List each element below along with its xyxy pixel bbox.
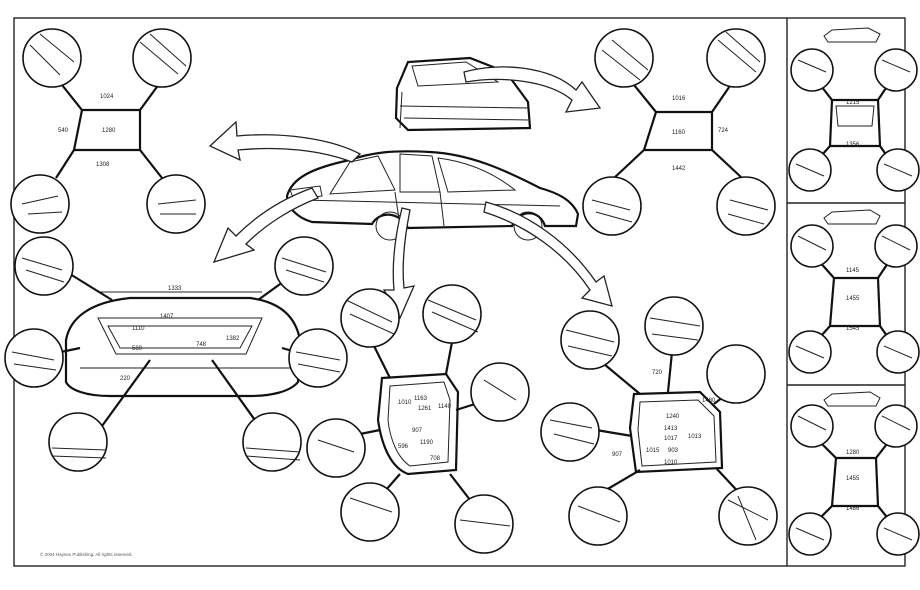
dim-label: 220 bbox=[120, 376, 131, 382]
dim-label: 1190 bbox=[420, 440, 434, 446]
dim-label: 720 bbox=[652, 370, 663, 376]
dim-label: 1160 bbox=[672, 130, 686, 136]
dim-label: 907 bbox=[412, 428, 423, 434]
panel-middle-seal-detail: 1145 1455 1545 bbox=[788, 209, 920, 374]
dim-label: 1017 bbox=[664, 436, 678, 442]
dim-label: 724 bbox=[718, 128, 729, 134]
dim-label: 596 bbox=[398, 444, 409, 450]
dim-label: 1024 bbox=[100, 94, 114, 100]
rear-door-seal-detail: 720 1240 1413 1017 1013 907 1015 903 101… bbox=[540, 296, 778, 546]
dim-label: 1145 bbox=[846, 268, 860, 274]
dim-label: 748 bbox=[196, 342, 207, 348]
dim-label: 1486 bbox=[846, 506, 860, 512]
car-front-view bbox=[394, 56, 532, 132]
dim-label: 1455 bbox=[846, 296, 860, 302]
dim-label: 1280 bbox=[846, 450, 860, 456]
dim-label: 1413 bbox=[664, 426, 678, 432]
dim-label: 1480 bbox=[702, 398, 716, 404]
arrow-to-trunk bbox=[212, 187, 319, 264]
trunk-seal-detail: 1333 1110 580 1382 220 1407 748 bbox=[4, 236, 348, 472]
dim-label: 1356 bbox=[846, 142, 860, 148]
dim-label: 1407 bbox=[160, 314, 174, 320]
dim-label: 708 bbox=[430, 456, 441, 462]
dim-label: 1261 bbox=[418, 406, 432, 412]
dim-label: 1016 bbox=[672, 96, 686, 102]
copyright-notice: © 2004 Haynes Publishing. All rights res… bbox=[40, 551, 133, 557]
dim-label: 580 bbox=[132, 346, 143, 352]
car-side-view bbox=[285, 150, 580, 241]
dim-label: 1545 bbox=[846, 326, 860, 332]
rear-window-seal-detail: 1016 1160 1442 724 bbox=[582, 28, 776, 236]
dim-label: 1015 bbox=[646, 448, 660, 454]
dim-label: 1140 bbox=[438, 404, 452, 410]
dim-label: 1382 bbox=[226, 336, 240, 342]
arrow-to-windshield bbox=[208, 120, 362, 163]
front-door-seal-detail: 1163 1261 1010 1140 907 1190 596 708 bbox=[306, 284, 530, 554]
dim-label: 1013 bbox=[688, 434, 702, 440]
dim-label: 1455 bbox=[846, 476, 860, 482]
dim-label: 1010 bbox=[398, 400, 412, 406]
dim-label: 540 bbox=[58, 128, 69, 134]
arrow-to-front-door bbox=[382, 207, 416, 320]
dim-label: 1280 bbox=[102, 128, 116, 134]
diagram-frame bbox=[13, 17, 906, 567]
dim-label: 1333 bbox=[168, 286, 182, 292]
arrow-to-rear-window bbox=[463, 66, 602, 113]
dim-label: 1110 bbox=[132, 326, 145, 332]
dim-label: 1010 bbox=[664, 460, 678, 466]
windshield-seal-detail: 1024 1280 1308 540 bbox=[10, 28, 206, 234]
arrow-to-rear-door bbox=[483, 201, 613, 307]
dim-label: 1442 bbox=[672, 166, 686, 172]
dim-label: 907 bbox=[612, 452, 623, 458]
dim-label: 1308 bbox=[96, 162, 110, 168]
dim-label: 1215 bbox=[846, 100, 860, 106]
panel-top-seal-detail: 1215 1356 bbox=[788, 27, 920, 192]
dim-label: 903 bbox=[668, 448, 679, 454]
panel-bottom-seal-detail: 1280 1455 1486 bbox=[788, 391, 920, 556]
dim-label: 1240 bbox=[666, 414, 680, 420]
dim-label: 1163 bbox=[414, 396, 428, 402]
